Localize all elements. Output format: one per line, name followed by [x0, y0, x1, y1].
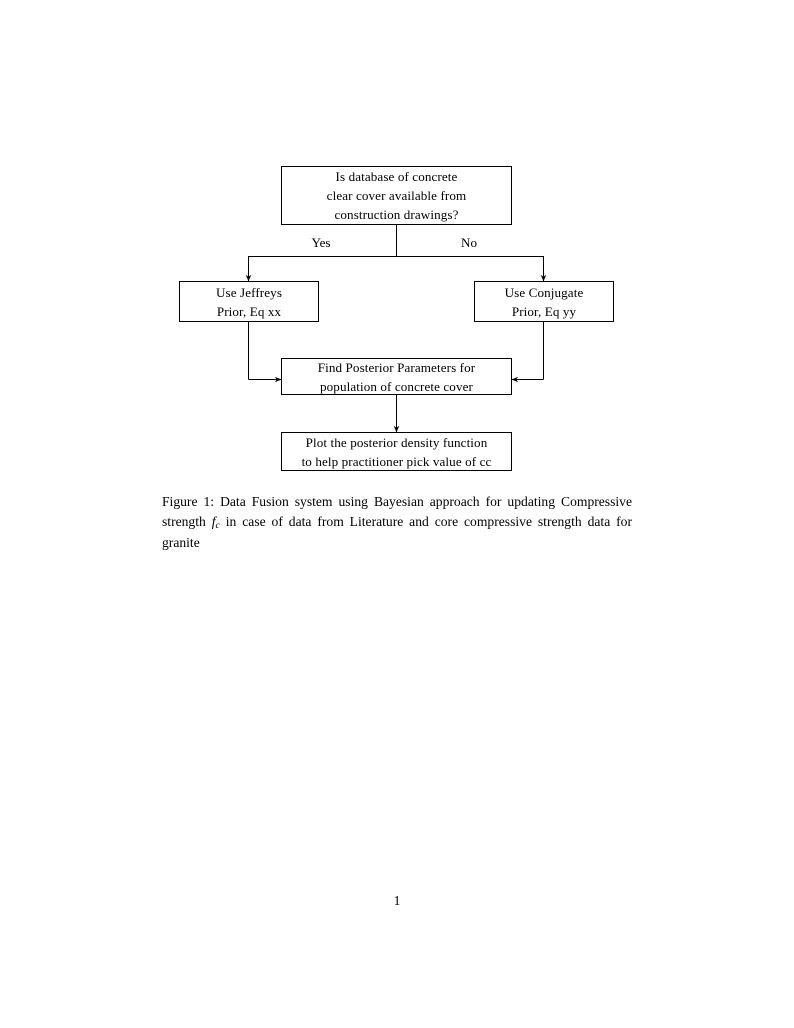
- edge-label-yes: Yes: [311, 235, 331, 250]
- decision-line-1: Is database of concrete: [335, 169, 458, 184]
- caption-text-1: Data Fusion system using Bayesian approa…: [162, 494, 632, 529]
- conjugate-line-2: Prior, Eq yy: [511, 303, 577, 319]
- decision-line-3: construction drawings?: [334, 207, 459, 222]
- plot-line-2: to help practitioner pick value of cc: [301, 453, 492, 469]
- figure-caption: Figure 1: Data Fusion system using Bayes…: [162, 492, 632, 553]
- flowchart-node-decision: Is database of concrete clear cover avai…: [281, 166, 512, 225]
- flowchart-node-posterior-parameters: Find Posterior Parameters for population…: [281, 358, 512, 395]
- edge-label-no: No: [460, 235, 477, 250]
- caption-symbol-base: f: [211, 513, 216, 529]
- flowchart-node-jeffreys-prior: Use Jeffreys Prior, Eq xx: [179, 281, 319, 322]
- posterior-line-2: population of concrete cover: [320, 378, 473, 394]
- conjugate-line-1: Use Conjugate: [504, 284, 584, 300]
- flowchart-node-conjugate-prior: Use Conjugate Prior, Eq yy: [474, 281, 614, 322]
- decision-line-2: clear cover available from: [326, 188, 467, 203]
- jeffreys-line-2: Prior, Eq xx: [216, 303, 282, 319]
- caption-math-symbol: fc: [211, 513, 220, 531]
- figure-flowchart: Is database of concrete clear cover avai…: [0, 0, 794, 500]
- flowchart-connectors: [245, 225, 547, 433]
- caption-symbol-subscript: c: [215, 519, 220, 531]
- posterior-line-1: Find Posterior Parameters for: [317, 359, 476, 375]
- plot-line-1: Plot the posterior density function: [305, 434, 488, 450]
- page-number: 1: [393, 893, 401, 908]
- flowchart-node-plot-density: Plot the posterior density function to h…: [281, 432, 512, 471]
- caption-text-2: in case of data from Literature and core…: [162, 513, 632, 551]
- jeffreys-line-1: Use Jeffreys: [215, 284, 283, 300]
- caption-label: Figure 1:: [162, 494, 215, 509]
